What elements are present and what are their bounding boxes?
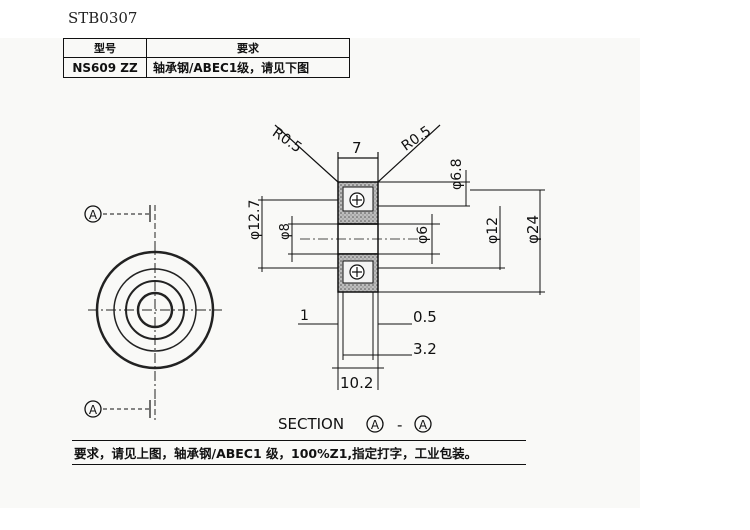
footer-note: 要求，请见上图，轴承钢/ABEC1 级，100%Z1,指定打字，工业包装。 — [72, 440, 526, 465]
table-row: NS609 ZZ 轴承钢/ABEC1级，请见下图 — [63, 57, 350, 78]
dim-phi-24: φ24 — [524, 215, 542, 244]
radius-leader-left — [274, 124, 339, 183]
section-marker-bottom: A — [84, 400, 151, 418]
section-title-dash: - — [397, 416, 402, 434]
section-circle-icon — [414, 415, 432, 433]
section-marker-top: A — [84, 205, 151, 223]
section-title-a1: A — [371, 418, 380, 432]
cell-requirement: 轴承钢/ABEC1级，请见下图 — [146, 57, 350, 78]
marker-label-top: A — [89, 208, 98, 222]
marker-label-bottom: A — [89, 403, 98, 417]
marker-circle-icon — [84, 400, 102, 418]
front-view — [88, 205, 222, 420]
spec-table: 型号 要求 NS609 ZZ 轴承钢/ABEC1级，请见下图 — [63, 38, 350, 78]
dim-1: 1 — [300, 308, 309, 324]
dim-phi-8: φ8 — [278, 223, 293, 240]
bottom-dimensions — [298, 292, 412, 390]
top-dimensions — [274, 124, 441, 183]
section-view — [300, 181, 420, 293]
right-dimensions — [378, 170, 545, 295]
dim-phi-12: φ12 — [485, 217, 501, 244]
top-width-label: 7 — [352, 139, 362, 157]
scanned-sheet — [0, 38, 640, 508]
section-title: SECTION A - A — [278, 415, 432, 434]
dim-phi-12-7: φ12.7 — [247, 200, 263, 240]
dim-0-5: 0.5 — [413, 308, 437, 326]
section-title-word: SECTION — [278, 415, 344, 433]
radius-leader-right — [377, 124, 441, 183]
dim-3-2: 3.2 — [413, 340, 437, 358]
document-id: STB0307 — [68, 9, 138, 27]
cell-model: NS609 ZZ — [63, 57, 147, 78]
dim-phi-6: φ6 — [415, 226, 431, 244]
left-dimensions — [258, 196, 338, 272]
radius-label-left: R0.5 — [269, 125, 304, 156]
marker-circle-icon — [84, 205, 102, 223]
dim-phi-6-8: φ6.8 — [449, 159, 465, 191]
dim-10-2: 10.2 — [340, 374, 373, 392]
radius-label-right: R0.5 — [399, 123, 434, 154]
section-circle-icon — [366, 415, 384, 433]
section-title-a2: A — [419, 418, 428, 432]
